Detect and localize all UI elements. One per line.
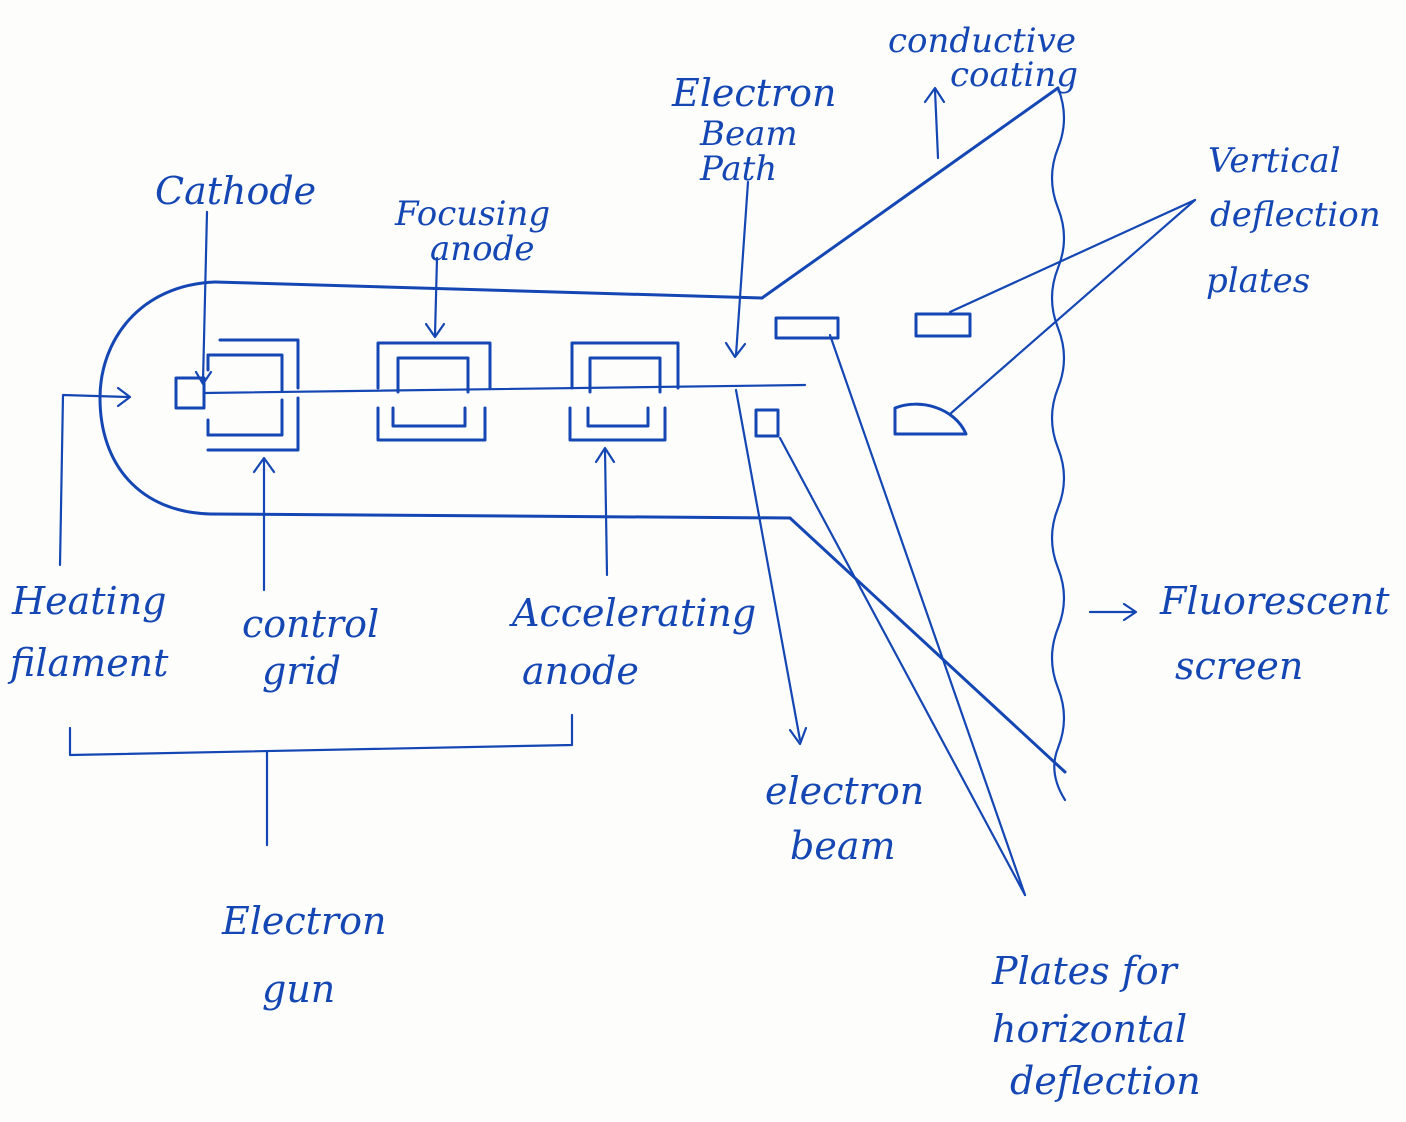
vertical-deflection-plate-bottom	[893, 402, 968, 436]
beam-path-label-line2: Beam	[700, 114, 798, 154]
cathode	[174, 376, 206, 410]
horizontal-deflection-plate-top	[774, 316, 840, 340]
beam-axis	[202, 383, 807, 395]
heating-filament-label-line1: Heating	[12, 579, 167, 623]
accelerating-anode-label-line2: anode	[522, 649, 639, 693]
horizontal-plates-label-line1: Plates for	[992, 949, 1177, 993]
vertical-deflection-label-line3: plates	[1206, 261, 1311, 301]
electron-beam-label-line2: beam	[790, 824, 896, 868]
fluorescent-screen-label-line1: Fluorescent	[1160, 579, 1390, 623]
annotation-leaders	[58, 86, 1197, 897]
focusing-anode	[376, 341, 492, 442]
control-grid	[206, 338, 300, 452]
beam-path-label-line3: Path	[700, 149, 778, 189]
heating-filament-label-line2: filament	[10, 641, 169, 685]
focusing-anode-label-line1: Focusing	[395, 194, 551, 234]
vertical-deflection-label-line1: Vertical	[1208, 141, 1341, 181]
vertical-deflection-label-line2: deflection	[1210, 195, 1381, 235]
vertical-deflection-plate-top	[914, 312, 972, 338]
conductive-coating-label-line1: conductive	[888, 21, 1076, 61]
electron-gun-label-line2: gun	[262, 967, 336, 1011]
accelerating-anode-label-line1: Accelerating	[512, 591, 757, 635]
beam-path-label-line1: Electron	[672, 71, 837, 115]
tube-envelope	[98, 86, 1067, 774]
electron-gun-label-line1: Electron	[222, 899, 387, 943]
conductive-coating-label-line2: coating	[950, 55, 1078, 95]
fluorescent-screen-label-line2: screen	[1175, 644, 1304, 688]
electron-beam-label-line1: electron	[765, 769, 925, 813]
horizontal-plates-label-line2: horizontal	[992, 1007, 1188, 1051]
cathode-label: Cathode	[155, 169, 317, 213]
horizontal-deflection-plate-bottom	[754, 408, 780, 438]
control-grid-label-line2: grid	[262, 649, 341, 693]
accelerating-anode	[568, 341, 680, 442]
control-grid-label-line1: control	[242, 602, 380, 646]
focusing-anode-label-line2: anode	[430, 229, 535, 269]
horizontal-plates-label-line3: deflection	[1010, 1059, 1201, 1103]
fluorescent-screen	[1050, 86, 1067, 802]
